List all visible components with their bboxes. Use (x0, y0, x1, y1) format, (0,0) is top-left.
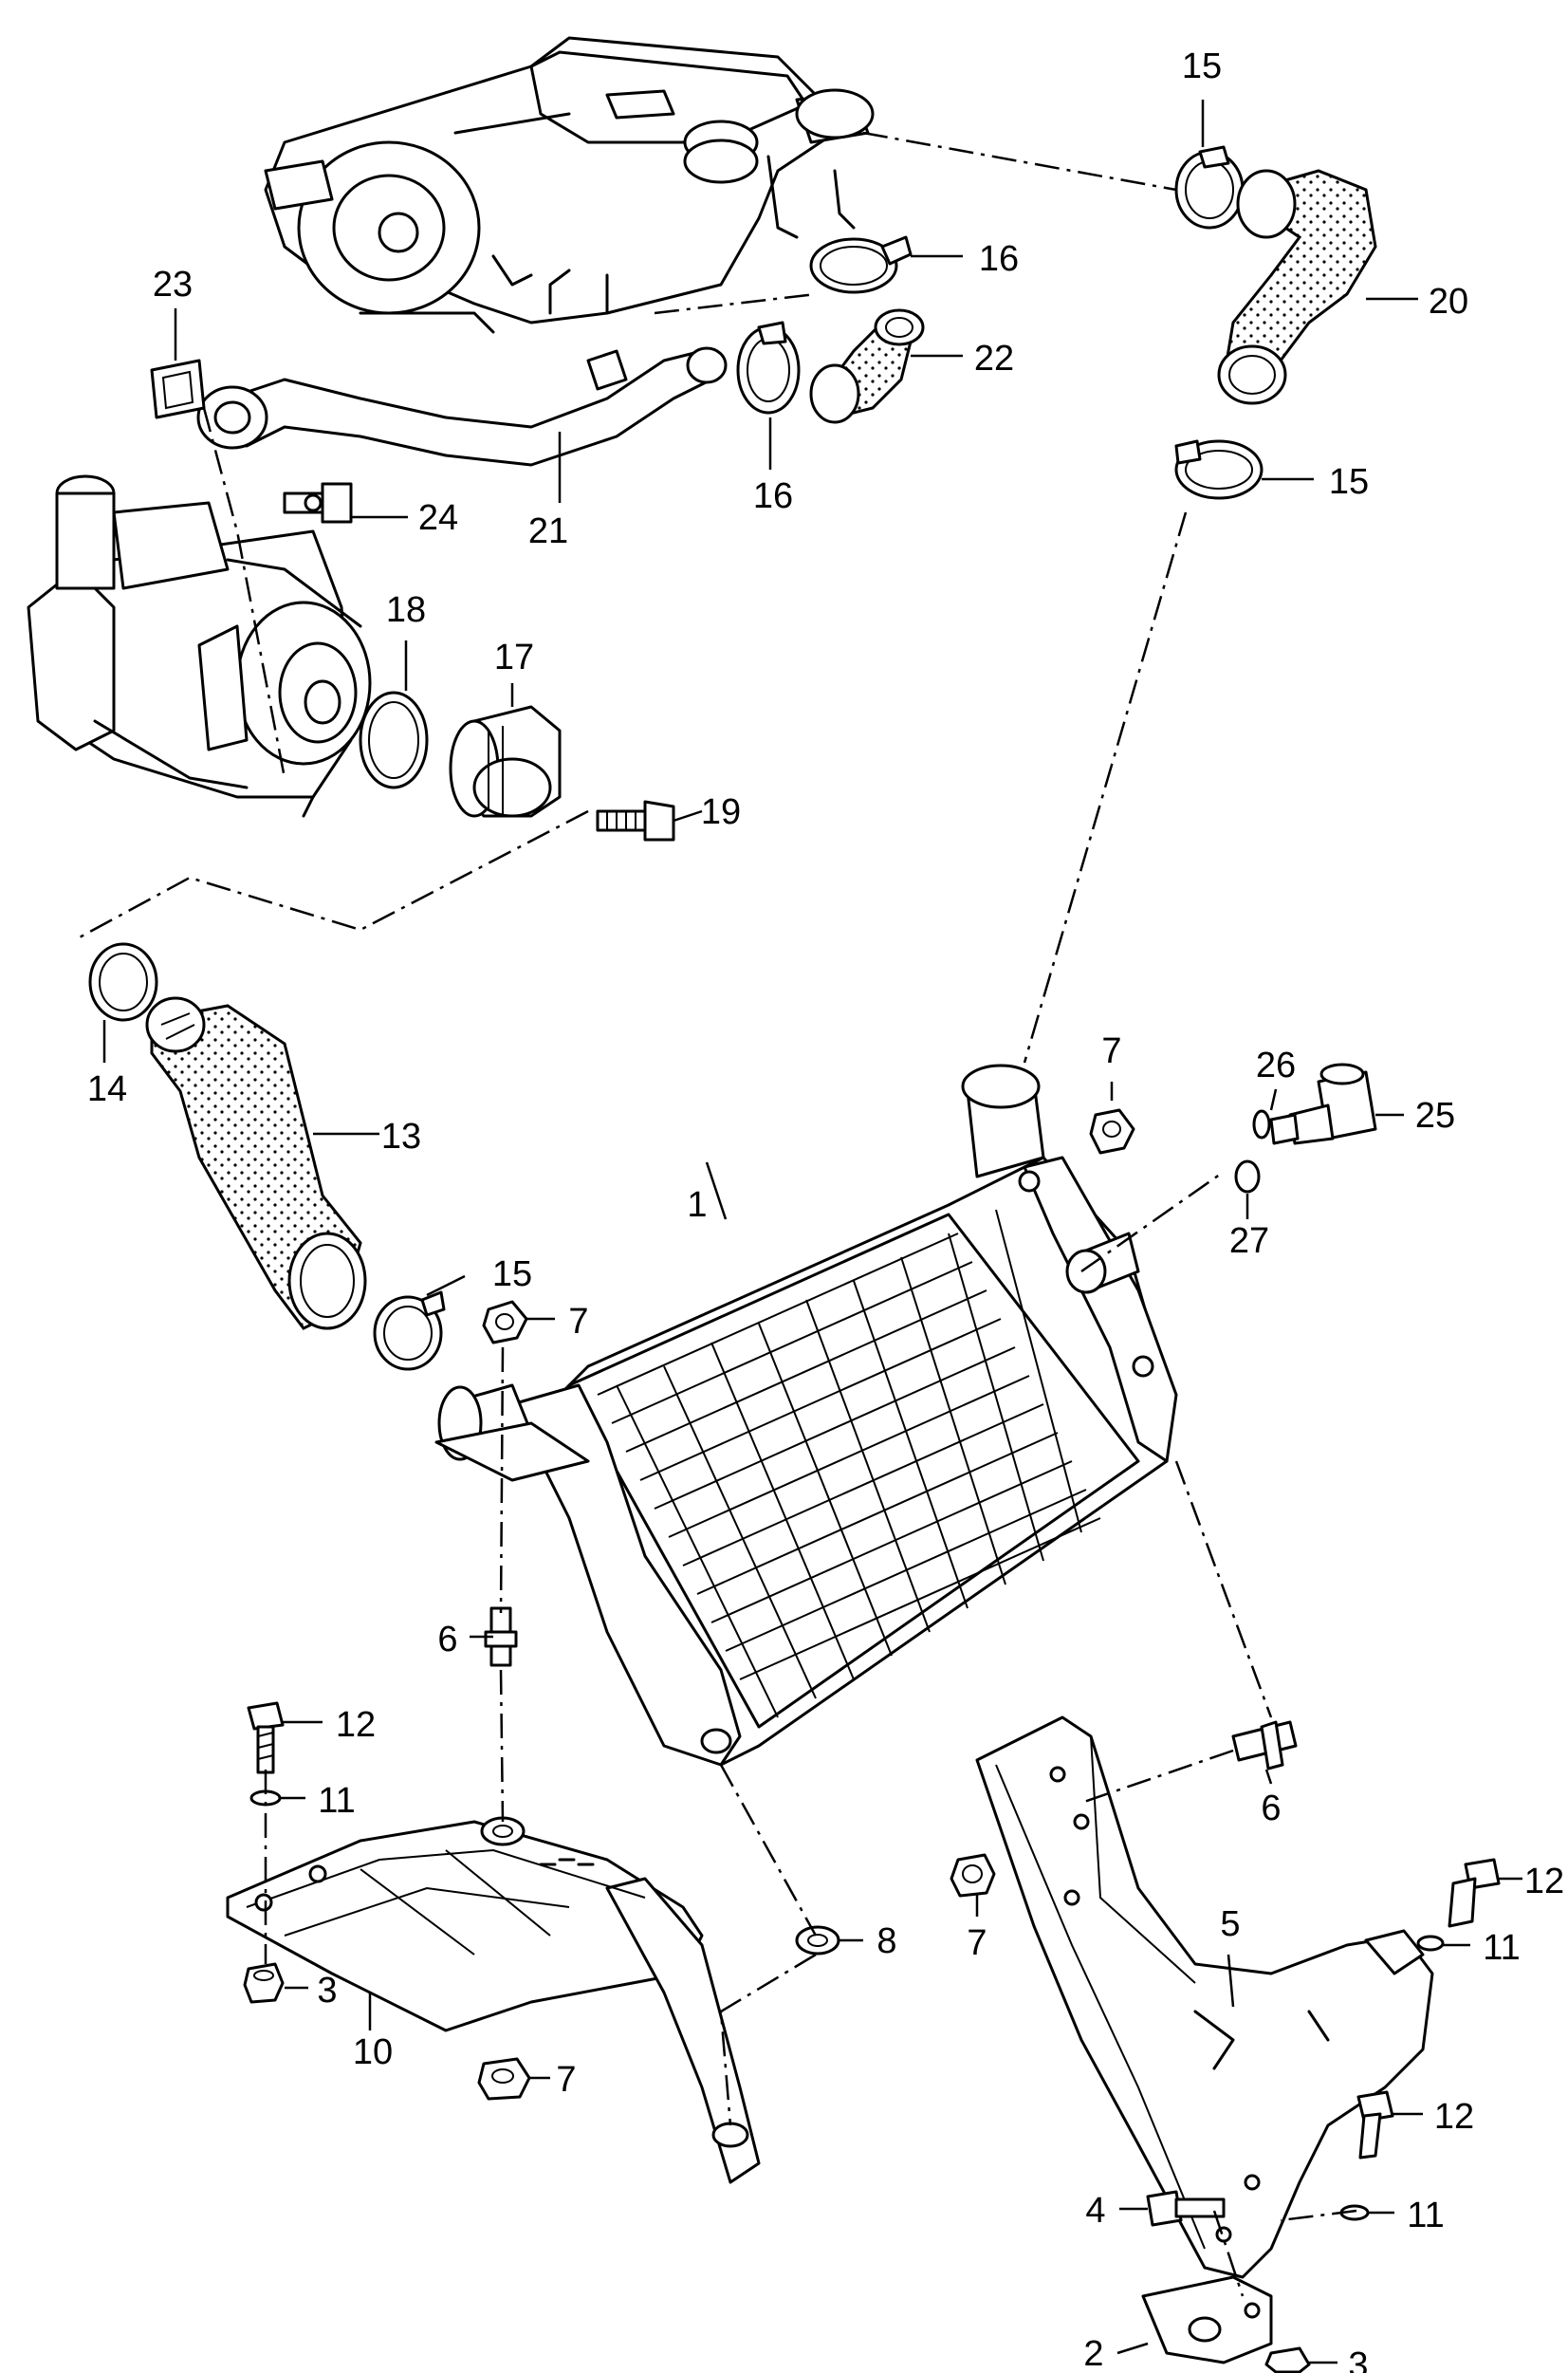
bolt-12-left (247, 1701, 285, 1774)
callout-1: 1 (687, 1185, 707, 1225)
seal-27 (1234, 1159, 1261, 1194)
nut-7-top (1089, 1108, 1135, 1155)
callout-21: 21 (528, 511, 568, 551)
bolt-12-right-upper (1448, 1858, 1501, 1928)
callout-6: 6 (1261, 1789, 1281, 1828)
clamp-16-upper (809, 235, 913, 294)
nut-3-right (1264, 2346, 1311, 2373)
nut-7-bottom (477, 2057, 531, 2101)
callout-11: 11 (318, 1781, 355, 1821)
callout-7: 7 (556, 2060, 576, 2100)
leader-lines (102, 100, 1522, 2364)
callout-25: 25 (1415, 1096, 1455, 1136)
callout-13: 13 (381, 1117, 421, 1157)
bolt-24 (283, 482, 353, 524)
callout-11: 11 (1407, 2196, 1444, 2235)
washer-11-right-upper (1416, 1935, 1445, 1952)
nut-3-left (243, 1962, 285, 2004)
callout-12: 12 (1434, 2097, 1474, 2137)
callout-15: 15 (1329, 462, 1369, 502)
clamp-14 (88, 942, 158, 1022)
bracket-5 (975, 1715, 1434, 2279)
clamp-15-top (1174, 145, 1245, 230)
callout-7: 7 (568, 1302, 588, 1342)
sleeve-17 (449, 705, 562, 818)
engine-block (264, 36, 875, 334)
callout-3: 3 (317, 1971, 337, 2011)
pipe-21 (196, 346, 728, 467)
callout-12: 12 (336, 1705, 376, 1745)
callout-26: 26 (1256, 1046, 1296, 1085)
bracket-2 (1141, 2275, 1273, 2364)
clamp-15-mid (1174, 439, 1264, 500)
callout-10: 10 (353, 2032, 393, 2072)
hose-20 (1217, 169, 1377, 405)
callout-22: 22 (974, 339, 1014, 379)
callout-6: 6 (437, 1620, 457, 1659)
callout-20: 20 (1429, 282, 1468, 322)
callout-3: 3 (1348, 2345, 1368, 2373)
nut-7-left (482, 1300, 528, 1344)
callout-16: 16 (979, 239, 1019, 279)
assembly-lines (75, 131, 1357, 2297)
callout-15: 15 (1182, 46, 1222, 86)
clamp-16-lower (736, 321, 801, 415)
seal-26 (1252, 1109, 1271, 1140)
callout-24: 24 (418, 498, 458, 538)
bolt-12-right-lower (1356, 2090, 1394, 2160)
callout-12: 12 (1524, 1862, 1564, 1901)
callout-14: 14 (87, 1069, 127, 1109)
callout-8: 8 (876, 1921, 896, 1961)
bracket-10 (226, 1816, 761, 2184)
callout-17: 17 (494, 638, 534, 677)
hose-13 (145, 996, 367, 1330)
stud-6-right (1231, 1720, 1298, 1770)
callout-7: 7 (967, 1923, 987, 1963)
o-ring-18 (359, 691, 429, 789)
callout-2: 2 (1083, 2334, 1103, 2373)
hose-22 (809, 308, 925, 424)
callout-15: 15 (492, 1254, 532, 1294)
callout-23: 23 (153, 265, 193, 305)
callout-4: 4 (1085, 2191, 1105, 2231)
grommet-8 (795, 1925, 840, 1956)
callout-19: 19 (701, 792, 741, 832)
turbocharger (27, 474, 372, 818)
callout-11: 11 (1483, 1928, 1520, 1968)
callout-5: 5 (1220, 1904, 1240, 1944)
nut-7-right (950, 1853, 996, 1898)
callout-18: 18 (386, 590, 426, 630)
callout-labels: 1 2 3 3 4 5 6 6 7 7 7 7 8 10 11 11 11 12… (87, 46, 1564, 2373)
callout-27: 27 (1229, 1221, 1269, 1261)
sensor-25 (1269, 1063, 1377, 1145)
gasket-23 (150, 359, 206, 419)
bolt-4 (1146, 2190, 1226, 2227)
bolt-19 (596, 800, 675, 842)
callout-7: 7 (1101, 1031, 1121, 1071)
callout-16: 16 (753, 476, 793, 516)
intercooler (434, 1064, 1178, 1767)
clamp-15-left (373, 1290, 446, 1371)
